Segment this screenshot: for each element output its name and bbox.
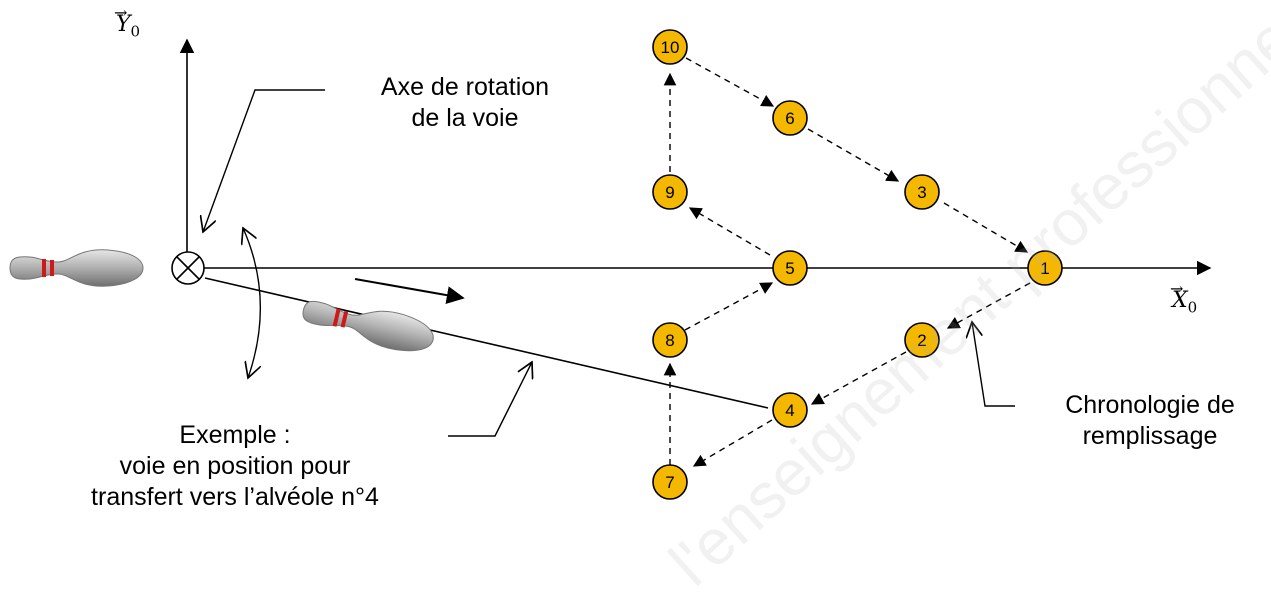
node-3: 3 bbox=[904, 174, 940, 210]
node-circle bbox=[904, 322, 940, 358]
node-circle bbox=[1027, 250, 1063, 286]
node-label: 5 bbox=[785, 259, 794, 278]
node-circle bbox=[904, 174, 940, 210]
node-1: 1 bbox=[1027, 250, 1063, 286]
node-label: 4 bbox=[785, 401, 794, 420]
rotation-curved-arrow bbox=[243, 228, 262, 378]
y-axis-symbol: Y bbox=[116, 12, 131, 37]
node-circle bbox=[652, 464, 688, 500]
node-circle bbox=[652, 174, 688, 210]
seq-arrow-3-6 bbox=[807, 128, 900, 182]
label-axe-rotation-line2: de la voie bbox=[411, 104, 519, 132]
seq-arrow-4-7 bbox=[692, 419, 773, 467]
y-axis-label: → Y0 bbox=[114, 3, 141, 41]
rotation-axis-icon bbox=[171, 251, 205, 285]
x-axis-symbol: X bbox=[1172, 288, 1188, 313]
seq-arrow-1-2 bbox=[946, 282, 1031, 329]
motion-arrow bbox=[354, 278, 465, 305]
node-label: 10 bbox=[661, 38, 680, 57]
label-chronologie: Chronologie de remplissage bbox=[1030, 390, 1270, 452]
node-label: 1 bbox=[1040, 259, 1049, 278]
node-label: 8 bbox=[665, 331, 674, 350]
nodes-layer: 1 2 3 4 5 6 7 8 9 10 bbox=[652, 29, 1063, 500]
seq-arrow-8-5 bbox=[684, 282, 774, 331]
bowling-pin-lane-icon bbox=[302, 300, 434, 352]
diagram-canvas: 1 2 3 4 5 6 7 8 9 10 bbox=[9, 29, 1212, 500]
leader-exemple bbox=[448, 362, 532, 437]
node-label: 3 bbox=[917, 183, 926, 202]
node-10: 10 bbox=[652, 29, 688, 65]
label-chronologie-line1: Chronologie de bbox=[1065, 391, 1235, 419]
bowling-pin-left-icon bbox=[9, 249, 144, 287]
label-axe-rotation: Axe de rotation de la voie bbox=[340, 72, 590, 134]
node-label: 7 bbox=[665, 473, 674, 492]
seq-arrow-5-9 bbox=[688, 207, 771, 256]
sequence-arrows bbox=[663, 57, 1031, 467]
label-exemple-line1: Exemple : bbox=[179, 421, 291, 449]
node-label: 6 bbox=[785, 109, 794, 128]
label-exemple-line3: transfert vers l’alvéole n°4 bbox=[91, 483, 379, 511]
y-axis-subscript: 0 bbox=[130, 22, 141, 41]
node-label: 2 bbox=[917, 331, 926, 350]
leader-chronologie bbox=[972, 322, 1015, 407]
node-circle bbox=[772, 100, 808, 136]
lane-line bbox=[204, 277, 769, 409]
label-exemple: Exemple : voie en position pour transfer… bbox=[80, 420, 390, 513]
node-circle bbox=[652, 29, 688, 65]
leader-axe-rotation bbox=[203, 89, 325, 232]
node-circle bbox=[652, 322, 688, 358]
label-axe-rotation-line1: Axe de rotation bbox=[380, 73, 550, 101]
x-axis-subscript: 0 bbox=[1187, 298, 1198, 317]
y-axis-vector-arrow: → bbox=[114, 3, 128, 22]
x-axis-vector-arrow: → bbox=[1170, 279, 1184, 298]
node-circle bbox=[772, 250, 808, 286]
node-9: 9 bbox=[652, 174, 688, 210]
node-circle bbox=[772, 392, 808, 428]
node-4: 4 bbox=[772, 392, 808, 428]
node-label: 9 bbox=[665, 183, 674, 202]
label-exemple-line2: voie en position pour bbox=[119, 452, 351, 480]
label-chronologie-line2: remplissage bbox=[1082, 422, 1218, 450]
node-5: 5 bbox=[772, 250, 808, 286]
seq-arrow-2-3 bbox=[943, 202, 1029, 253]
node-8: 8 bbox=[652, 322, 688, 358]
node-2: 2 bbox=[904, 322, 940, 358]
node-7: 7 bbox=[652, 464, 688, 500]
seq-arrow-2-4 bbox=[810, 351, 907, 405]
x-axis-label: → X0 bbox=[1170, 279, 1198, 317]
node-6: 6 bbox=[772, 100, 808, 136]
seq-arrow-10-6 bbox=[685, 57, 775, 107]
